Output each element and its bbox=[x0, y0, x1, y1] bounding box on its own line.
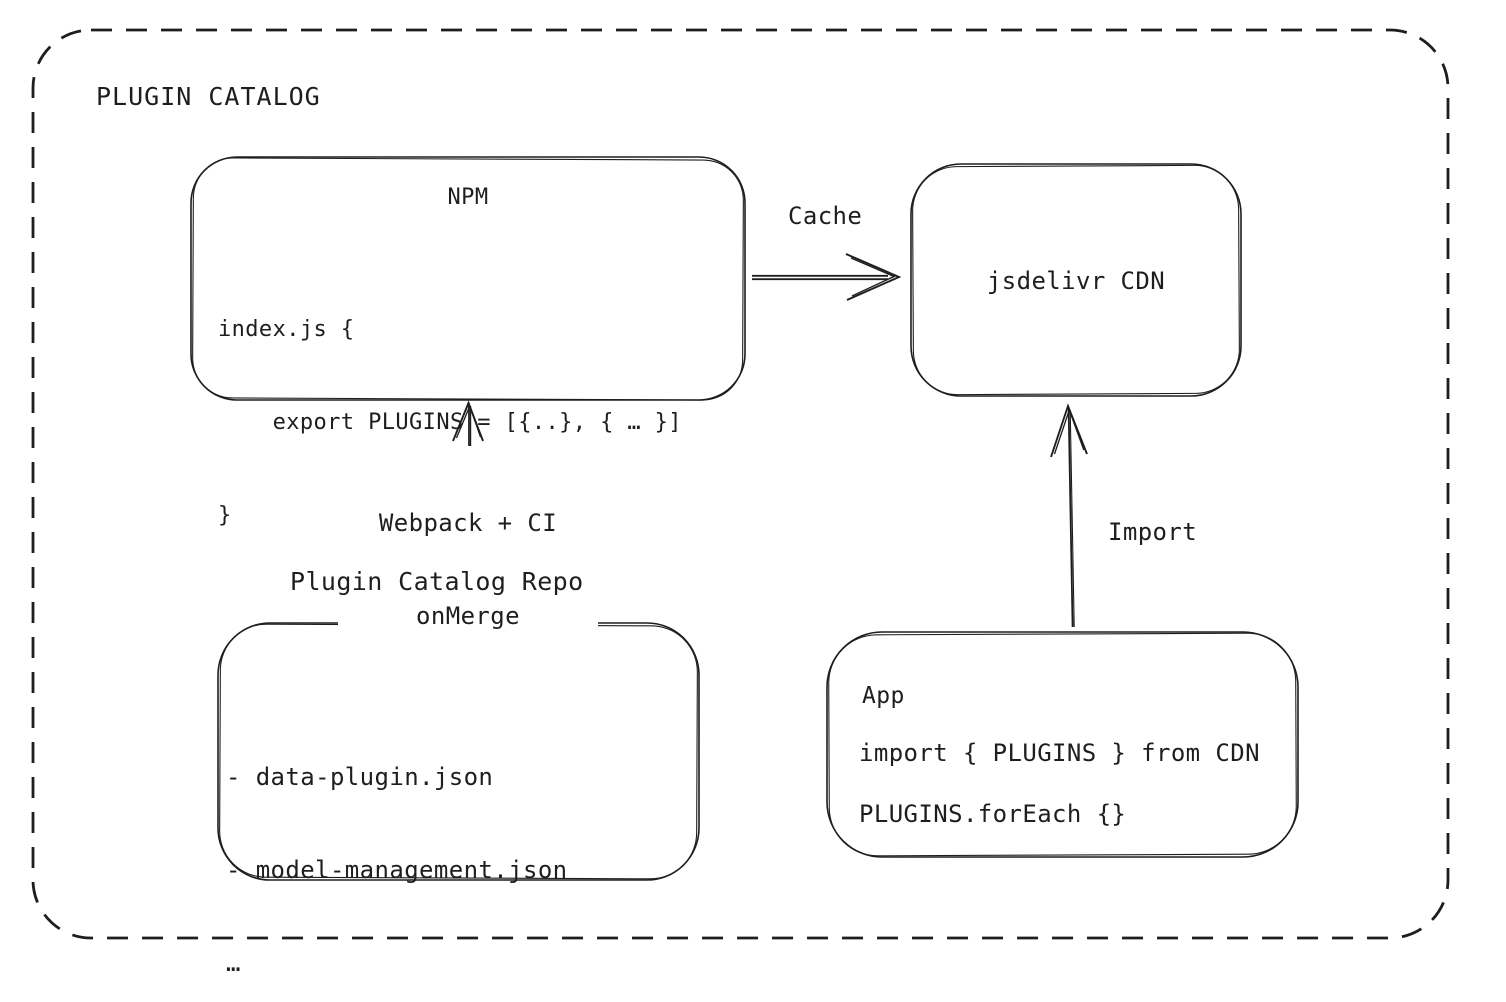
repo-file-item: … bbox=[226, 949, 241, 977]
repo-file-item: - model-management.json bbox=[226, 856, 568, 884]
cache-arrow bbox=[752, 253, 902, 301]
diagram-title: PLUGIN CATALOG bbox=[96, 82, 321, 111]
import-arrow-label: Import bbox=[1108, 518, 1198, 546]
npm-code-line: index.js { bbox=[218, 317, 355, 342]
repo-node-title: Plugin Catalog Repo bbox=[290, 567, 584, 596]
import-arrow bbox=[1050, 403, 1088, 628]
npm-code-block: index.js { export PLUGINS = [{..}, { … }… bbox=[218, 252, 682, 593]
build-arrow-label: Webpack + CI onMerge bbox=[338, 446, 598, 694]
npm-node-box bbox=[190, 156, 746, 401]
npm-code-line: export PLUGINS = [{..}, { … }] bbox=[218, 410, 682, 435]
build-arrow-label-line: onMerge bbox=[416, 602, 520, 630]
cdn-node-label: jsdelivr CDN bbox=[986, 267, 1166, 295]
app-node-box bbox=[826, 631, 1299, 858]
app-node-title: App bbox=[862, 683, 905, 709]
app-code-foreach-line: PLUGINS.forEach {} bbox=[859, 800, 1127, 828]
npm-node-title: NPM bbox=[447, 185, 489, 210]
repo-file-item: - data-plugin.json bbox=[226, 763, 494, 791]
cache-arrow-label: Cache bbox=[788, 202, 863, 230]
cdn-node-box bbox=[910, 163, 1242, 397]
repo-file-list: - data-plugin.json - model-management.js… bbox=[226, 700, 568, 1002]
npm-code-line: } bbox=[218, 503, 232, 528]
catalog-boundary bbox=[31, 28, 1450, 940]
app-code-import-line: import { PLUGINS } from CDN bbox=[859, 739, 1260, 767]
build-arrow-label-line: Webpack + CI bbox=[378, 509, 558, 537]
